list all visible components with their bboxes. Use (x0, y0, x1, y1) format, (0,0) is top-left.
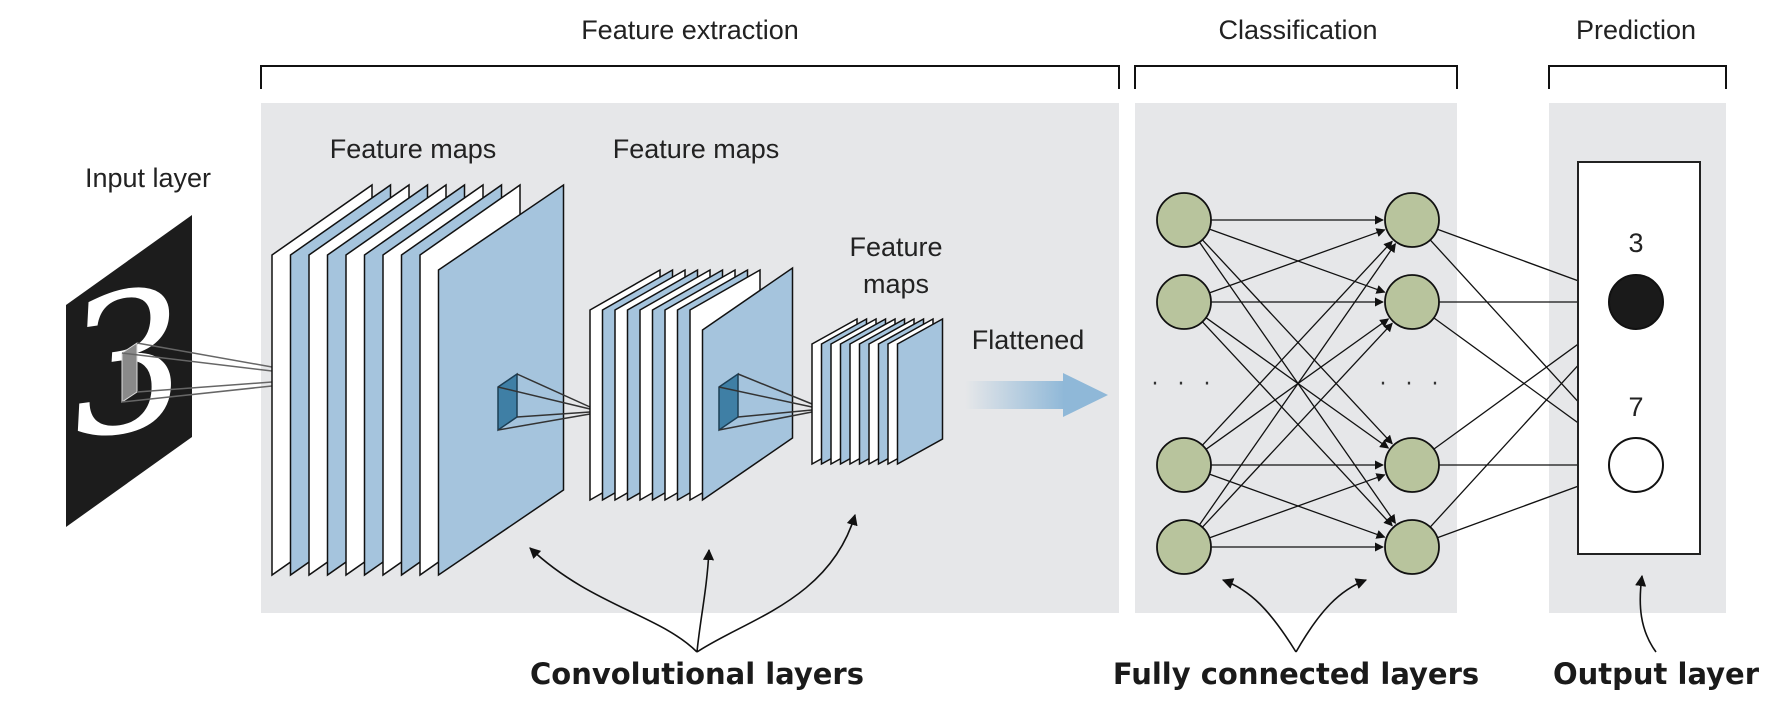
bracket-classification (1134, 65, 1458, 89)
output-label-7: 7 (1628, 392, 1643, 422)
fc-connection (1205, 317, 1390, 449)
fc-connection (1201, 239, 1393, 445)
neuron (1384, 192, 1440, 248)
feature-maps-label-3-line2: maps (863, 269, 929, 299)
bracket-prediction (1548, 65, 1727, 89)
conv-kernel-1 (497, 372, 591, 432)
flattened-label: Flattened (972, 325, 1085, 355)
fc-connection (1209, 473, 1386, 539)
feature-map-layer (437, 183, 565, 577)
conv-kernel-2 (718, 372, 813, 432)
output-node-3 (1608, 274, 1664, 330)
output-node-7 (1608, 437, 1664, 493)
fc-connection (1201, 322, 1393, 528)
output-label-3: 3 (1628, 228, 1643, 258)
caption-output-layer: Output layer (1553, 657, 1760, 691)
fc-connection (1209, 228, 1386, 294)
caption-arrows-fully-connected (1221, 578, 1368, 653)
neuron (1384, 437, 1440, 493)
neuron (1156, 274, 1212, 330)
input-projection-lines (121, 342, 273, 403)
caption-fully-connected-layers: Fully connected layers (1113, 657, 1479, 691)
fc-connection (1201, 321, 1393, 527)
feature-maps-label-1: Feature maps (330, 134, 497, 164)
input-layer-label: Input layer (85, 163, 211, 193)
feature-map-layer (896, 317, 944, 466)
neuron (1156, 192, 1212, 248)
caption-arrows-convolutional (529, 513, 858, 653)
ellipsis-right: · · · (1380, 372, 1445, 397)
neuron (1384, 519, 1440, 575)
input-receptive-field (121, 342, 138, 403)
neuron (1156, 519, 1212, 575)
feature-map-layer (701, 266, 794, 502)
ellipsis-left: · · · (1152, 372, 1217, 397)
section-title-classification: Classification (1218, 15, 1377, 45)
feature-map-stack-3 (811, 317, 944, 466)
caption-arrow-output (1635, 574, 1657, 653)
neuron (1384, 274, 1440, 330)
feature-maps-label-3-line1: Feature (849, 232, 942, 262)
caption-convolutional-layers: Convolutional layers (530, 657, 864, 691)
section-title-prediction: Prediction (1576, 15, 1696, 45)
fully-connected-network (1156, 192, 1618, 575)
fc-connection (1201, 240, 1393, 446)
feature-maps-label-2: Feature maps (613, 134, 780, 164)
fc-connection (1198, 243, 1396, 526)
output-layer-box (1577, 161, 1701, 555)
flatten-arrow (965, 373, 1108, 417)
bracket-feature-extraction (260, 65, 1120, 89)
feature-map-stack-1 (271, 183, 565, 577)
neuron (1156, 437, 1212, 493)
section-title-feature-extraction: Feature extraction (581, 15, 799, 45)
